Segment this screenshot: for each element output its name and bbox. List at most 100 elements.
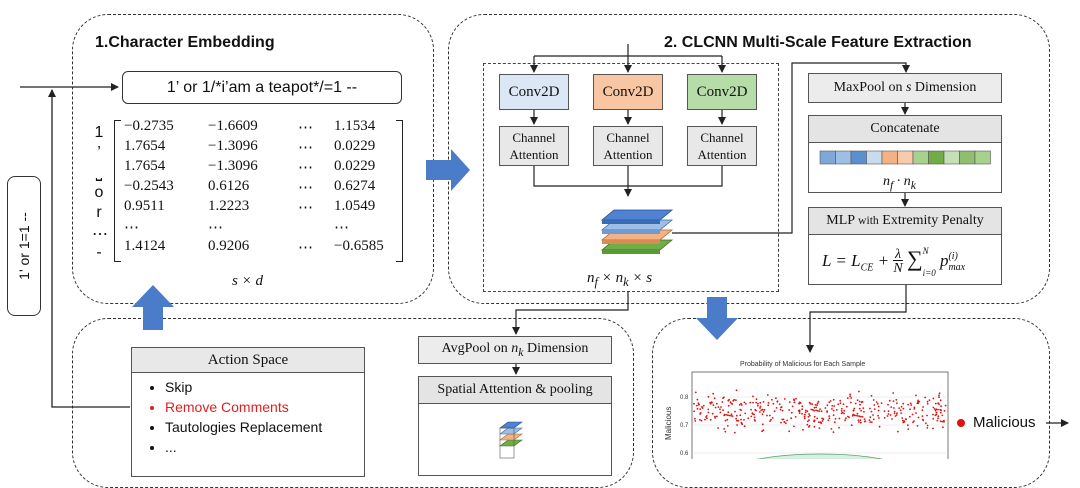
scatter-point <box>905 418 907 421</box>
conv2d-3-label: Conv2D <box>696 83 748 100</box>
scatter-point <box>918 400 921 403</box>
channel-attention-1: Channel Attention <box>499 126 569 166</box>
scatter-point <box>877 414 879 417</box>
scatter-point <box>709 418 712 421</box>
scatter-point <box>804 413 806 416</box>
scatter-point <box>829 400 832 402</box>
scatter-point <box>741 423 744 426</box>
scatter-point <box>711 401 713 404</box>
action-to-embedding-arrow <box>132 285 174 330</box>
scatter-point <box>909 408 911 411</box>
scatter-point <box>872 399 875 401</box>
scatter-point <box>730 413 733 416</box>
scatter-point <box>771 417 774 419</box>
scatter-point <box>743 425 746 428</box>
scatter-point <box>868 419 871 421</box>
scatter-point <box>740 404 743 406</box>
scatter-point <box>891 418 893 420</box>
scatter-point <box>780 421 782 424</box>
scatter-point <box>775 407 778 409</box>
scatter-point <box>849 395 851 398</box>
scatter-point <box>901 419 904 422</box>
scatter-point <box>733 398 736 401</box>
scatter-point <box>740 421 743 424</box>
scatter-point <box>794 416 797 418</box>
scatter-point <box>726 425 729 427</box>
scatter-point <box>754 420 756 422</box>
scatter-point <box>735 417 737 420</box>
scatter-point <box>938 394 940 397</box>
action-list: Skip Remove Comments Tautologies Replace… <box>143 378 322 458</box>
scatter-point <box>810 408 813 411</box>
scatter-point <box>906 424 909 427</box>
scatter-point <box>846 397 849 400</box>
matrix-cell: 0.9206 <box>208 238 250 254</box>
scatter-point <box>721 401 724 403</box>
spatial-attention-label: Spatial Attention & pooling <box>437 382 593 397</box>
scatter-point <box>803 417 806 420</box>
matrix-cell: −0.6585 <box>334 238 384 254</box>
scatter-point <box>740 409 742 411</box>
scatter-point <box>875 401 878 403</box>
maxpool-box: MaxPool on s Dimension <box>808 73 1002 103</box>
scatter-point <box>699 408 702 410</box>
action-more: ... <box>165 438 322 456</box>
scatter-point <box>835 409 838 411</box>
scatter-point <box>700 419 703 422</box>
scatter-point <box>913 406 916 409</box>
scatter-point <box>752 395 754 398</box>
scatter-point <box>900 405 903 408</box>
scatter-point <box>926 403 929 405</box>
benign-cluster <box>756 453 884 459</box>
scatter-point <box>858 407 861 410</box>
scatter-point <box>887 410 890 413</box>
scatter-point <box>932 427 934 430</box>
scatter-point <box>778 403 781 405</box>
scatter-point <box>739 414 742 417</box>
scatter-point <box>760 409 763 411</box>
scatter-point <box>775 397 777 400</box>
scatter-point <box>813 406 816 409</box>
scatter-point <box>707 395 710 398</box>
scatter-point <box>832 398 835 401</box>
row-label: ’ <box>97 144 101 161</box>
scatter-point <box>821 417 823 420</box>
scatter-point <box>711 412 714 415</box>
scatter-point <box>907 403 909 406</box>
scatter-point <box>917 402 920 405</box>
scatter-point <box>828 401 831 404</box>
scatter-point <box>830 428 833 430</box>
scatter-point <box>887 403 889 406</box>
scatter-point <box>731 403 734 405</box>
scatter-point <box>893 407 895 409</box>
scatter-point <box>895 414 898 416</box>
scatter-point <box>850 397 853 399</box>
scatter-point <box>740 402 742 405</box>
scatter-point <box>928 399 931 402</box>
scatter-point <box>872 418 875 421</box>
scatter-point <box>938 392 941 395</box>
scatter-point <box>731 415 734 417</box>
conv2d-1-label: Conv2D <box>508 83 560 100</box>
scatter-point <box>839 402 842 405</box>
scatter-point <box>714 406 717 409</box>
scatter-point <box>769 414 771 417</box>
channel-attention-2: Channel Attention <box>593 126 663 166</box>
concat-cell <box>928 150 945 165</box>
scatter-point <box>699 412 702 414</box>
scatter-point <box>714 417 716 419</box>
scatter-point <box>895 398 898 401</box>
scatter-point <box>815 409 817 412</box>
scatter-point <box>696 407 699 410</box>
scatter-point <box>917 399 919 402</box>
scatter-point <box>852 409 855 412</box>
concat-cell <box>819 150 836 165</box>
scatter-point <box>873 404 876 406</box>
concat-cell <box>974 150 991 165</box>
scatter-point <box>817 421 820 423</box>
conv2d-1: Conv2D <box>499 74 569 110</box>
scatter-point <box>921 415 924 417</box>
matrix-dim-label: s × d <box>232 273 263 289</box>
matrix-cell: 0.0229 <box>334 158 376 174</box>
